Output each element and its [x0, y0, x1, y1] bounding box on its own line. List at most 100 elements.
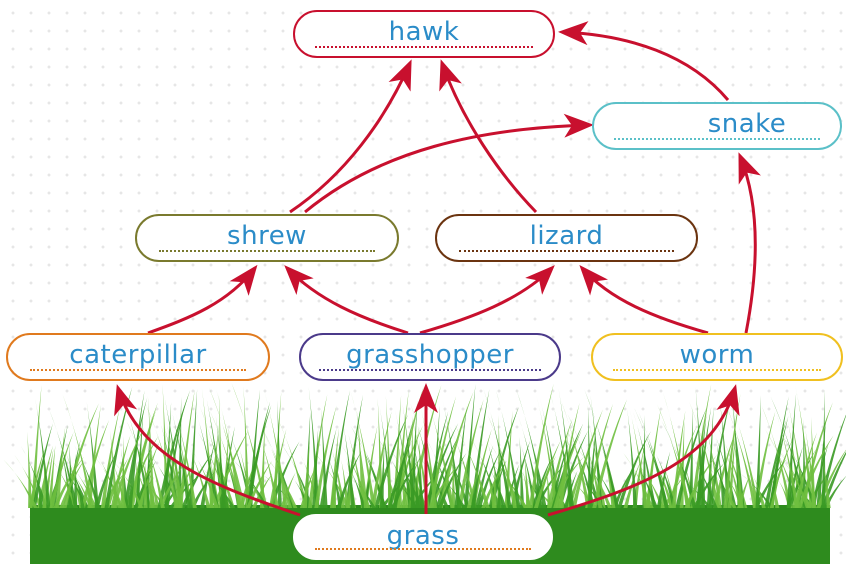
grass-blade	[429, 435, 459, 508]
arrow-worm-to-lizard	[579, 264, 709, 335]
grass-blade	[379, 442, 385, 508]
grass-blade	[671, 410, 686, 508]
grass-blade	[47, 445, 56, 508]
grass-blade	[269, 441, 300, 508]
grass-blade	[402, 403, 416, 508]
node-label-hawk: hawk	[388, 17, 460, 47]
grass-blade	[161, 415, 182, 508]
grass-blade	[727, 432, 736, 508]
grass-blade	[35, 399, 51, 508]
grass-blade	[145, 463, 160, 508]
grass-blade	[135, 474, 167, 508]
node-shrew: shrew	[135, 214, 399, 262]
grass-blade	[346, 471, 376, 508]
grass-blade	[713, 430, 737, 508]
grass-blade	[474, 445, 494, 508]
grass-blade	[643, 438, 675, 508]
grass-blade	[121, 448, 128, 508]
grass-blade	[794, 432, 818, 508]
grass-blade	[690, 384, 712, 508]
grass-blade	[268, 459, 298, 508]
grass-blade	[357, 435, 368, 508]
grass-blade	[127, 390, 145, 508]
food-web-arrows	[114, 21, 761, 517]
grass-blade	[104, 386, 133, 508]
grass-blade	[110, 434, 131, 508]
grass-blade	[561, 400, 591, 508]
node-label-lizard: lizard	[529, 221, 604, 251]
node-snake: snake	[592, 102, 842, 150]
grass-blade	[143, 436, 165, 508]
grass-blade	[277, 418, 309, 508]
grass-blade	[74, 445, 101, 508]
grass-blade	[454, 406, 467, 508]
grass-blade	[248, 389, 261, 508]
grass-blade	[348, 466, 366, 508]
grass-blade	[755, 395, 761, 508]
grass-blade	[466, 469, 479, 508]
grass-blade	[377, 398, 384, 508]
grass-blade	[32, 423, 53, 508]
grass-blade	[243, 386, 250, 508]
node-hawk: hawk	[293, 10, 555, 58]
grass-blade	[157, 390, 191, 508]
grass-blade	[732, 406, 760, 508]
dotted-underline	[613, 369, 821, 371]
grass-blade	[518, 415, 542, 508]
dotted-underline	[319, 369, 541, 371]
grass-blade	[55, 426, 66, 508]
grass-blade	[496, 474, 501, 508]
arrow-worm-to-snake	[738, 152, 761, 334]
grass-blade	[356, 408, 365, 508]
grass-blade	[62, 456, 89, 508]
grass-blade	[536, 394, 559, 508]
grass-blade	[20, 445, 48, 508]
grass-blade	[100, 407, 120, 508]
grass-blade	[483, 388, 512, 508]
grass-blade	[343, 426, 356, 508]
grass-blade	[53, 456, 84, 508]
grass-blade	[448, 424, 478, 508]
dotted-underline	[459, 250, 674, 252]
grass-blade	[164, 416, 184, 508]
grass-blade	[487, 415, 518, 508]
grass-blade	[797, 435, 834, 508]
grass-blade	[246, 401, 271, 508]
grass-blade	[775, 411, 799, 508]
grass-blade	[350, 390, 376, 508]
grass-blade	[410, 384, 442, 508]
grass-blade	[776, 446, 810, 508]
node-label-shrew: shrew	[227, 221, 307, 251]
grass-blade	[437, 453, 467, 508]
dotted-underline	[159, 250, 375, 252]
dotted-underline	[614, 138, 820, 140]
arrow-snake-to-hawk	[558, 21, 730, 101]
arrow-caterpillar-to-shrew	[147, 264, 258, 335]
node-label-caterpillar: caterpillar	[69, 340, 207, 370]
grass-blade	[725, 475, 744, 508]
node-grass: grass	[293, 514, 553, 560]
grass-blade	[149, 474, 154, 508]
grass-blade	[612, 467, 634, 508]
grass-blade	[519, 437, 525, 508]
grass-blade	[623, 453, 654, 508]
dotted-underline	[30, 369, 246, 371]
grass-blade	[688, 407, 693, 508]
grass-blade	[129, 408, 157, 508]
grass-blade	[385, 395, 392, 508]
grass-blade	[145, 403, 179, 508]
grass-blade	[330, 427, 339, 508]
grass-blade	[638, 465, 665, 508]
grass-blade	[59, 459, 85, 508]
node-caterpillar: caterpillar	[6, 333, 270, 381]
grass-blade	[264, 433, 293, 508]
grass-blade	[420, 405, 437, 508]
grass-blade	[795, 384, 814, 508]
grass-blade	[802, 419, 807, 508]
grass-blade	[231, 458, 269, 508]
grass-blade	[73, 472, 85, 508]
grass-blade	[470, 389, 490, 508]
grass-blade	[246, 460, 273, 508]
grass-blade	[688, 450, 718, 508]
